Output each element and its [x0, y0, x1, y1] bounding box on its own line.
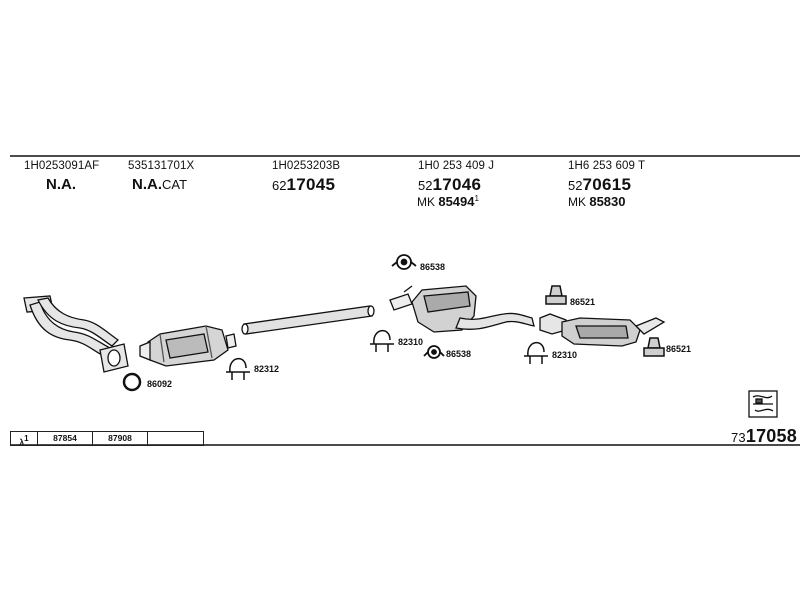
- clamp-rear: [524, 342, 548, 364]
- col4-prefix: 52: [418, 178, 433, 193]
- lambda-sup: 1: [24, 434, 29, 443]
- middle-pipe: [241, 305, 375, 335]
- label-hanger-top: 86538: [420, 262, 446, 272]
- lambda-sensor-box: λ1 87854 87908: [10, 431, 204, 447]
- lambda-symbol: λ: [19, 436, 25, 447]
- col3-number-group: 6217045: [272, 175, 335, 195]
- col5-number-group: 5270615: [568, 175, 631, 195]
- col5-prefix: 52: [568, 178, 583, 193]
- rear-silencer: [539, 313, 666, 347]
- lambda-symbol-cell: λ1: [11, 432, 38, 447]
- col3-number: 17045: [286, 175, 336, 194]
- total-prefix: 73: [731, 430, 746, 445]
- label-rubber-rear-top: 86521: [570, 297, 596, 307]
- assembly-box-icon: [748, 390, 778, 418]
- col4-mk-label: MK: [417, 195, 435, 209]
- total-kit-number: 7317058: [731, 426, 797, 447]
- rubber-rear-top: [545, 285, 567, 305]
- col5-part-no: 1H6 253 609 T: [568, 160, 646, 172]
- catalytic-converter: [139, 325, 237, 367]
- label-clamp-cat: 82312: [254, 364, 280, 374]
- col1-code: N.A.: [46, 176, 76, 193]
- front-pipe: [23, 295, 129, 373]
- label-gasket: 86092: [147, 379, 173, 389]
- gasket-ring: [122, 372, 142, 392]
- col2-part-no: 535131701X: [128, 160, 195, 172]
- col2-code-group: N.A.CAT: [132, 176, 187, 194]
- clamp-mid: [370, 330, 394, 352]
- total-number: 17058: [745, 426, 797, 446]
- col4-number-group: 5217046: [418, 175, 481, 195]
- label-clamp-mid: 82310: [398, 337, 424, 347]
- hanger-top: [391, 254, 417, 270]
- label-clamp-rear: 82310: [552, 350, 578, 360]
- lambda-value-1: 87854: [38, 432, 93, 445]
- col5-mk-label: MK: [568, 195, 586, 209]
- col1-part-no: 1H0253091AF: [24, 160, 100, 172]
- col4-mk-group: MK 854941: [417, 194, 479, 209]
- rubber-rear-bottom: [643, 337, 665, 357]
- lambda-value-2: 87908: [93, 432, 148, 445]
- col2-code-suffix: CAT: [162, 177, 188, 192]
- col2-code: N.A.: [132, 176, 162, 193]
- col3-prefix: 62: [272, 178, 287, 193]
- col4-mk-note: 1: [474, 194, 479, 203]
- col5-mk-group: MK 85830: [568, 194, 626, 209]
- centre-silencer: [389, 285, 535, 333]
- col4-mk-value: 85494: [438, 194, 475, 209]
- label-rubber-rear-bottom: 86521: [666, 344, 692, 354]
- col4-part-no: 1H0 253 409 J: [418, 160, 495, 172]
- col5-mk-value: 85830: [589, 194, 626, 209]
- col5-number: 70615: [582, 175, 632, 194]
- label-hanger-mid: 86538: [446, 349, 472, 359]
- clamp-cat: [226, 358, 250, 380]
- col3-part-no: 1H0253203B: [272, 160, 341, 172]
- hanger-mid: [423, 345, 445, 359]
- col4-number: 17046: [432, 175, 482, 194]
